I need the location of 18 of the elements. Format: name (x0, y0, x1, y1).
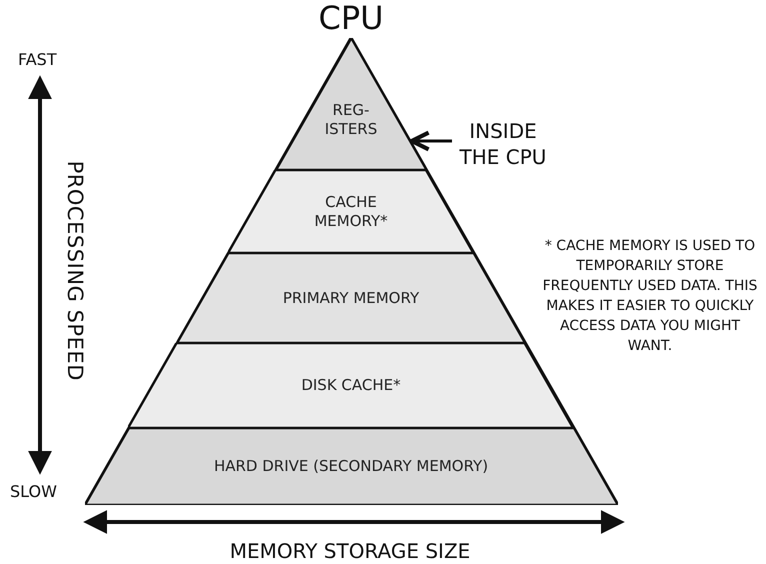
pyramid-tier (176, 253, 526, 343)
tier-label: REG- ISTERS (324, 101, 378, 138)
pyramid-tier (128, 343, 574, 428)
pyramid-tier (228, 170, 474, 253)
pyramid-tier (84, 428, 618, 505)
tier-label: HARD DRIVE (SECONDARY MEMORY) (214, 457, 488, 476)
tier-label: DISK CACHE* (301, 376, 401, 394)
arrow (410, 130, 452, 152)
axis-label: MEMORY STORAGE SIZE (228, 538, 472, 564)
footnote: * CACHE MEMORY IS USED TO TEMPORARILY STORE FREQUENTLY USED DATA. THIS MAKES IT EASIER TO QUICKLY ACCESS DATA YOU MIGHT WANT. (542, 237, 758, 356)
axis-label: SLOW (10, 481, 57, 503)
pyramid-heading: CPU (317, 0, 385, 36)
axis-label: PROCESSING SPEED (62, 160, 88, 383)
pyramid-tier (276, 38, 426, 170)
callout-text: INSIDE THE CPU (458, 118, 548, 170)
tier-label: PRIMARY MEMORY (282, 288, 420, 307)
tier-label: CACHE MEMORY* (314, 192, 388, 230)
axis-label: FAST (18, 49, 57, 71)
